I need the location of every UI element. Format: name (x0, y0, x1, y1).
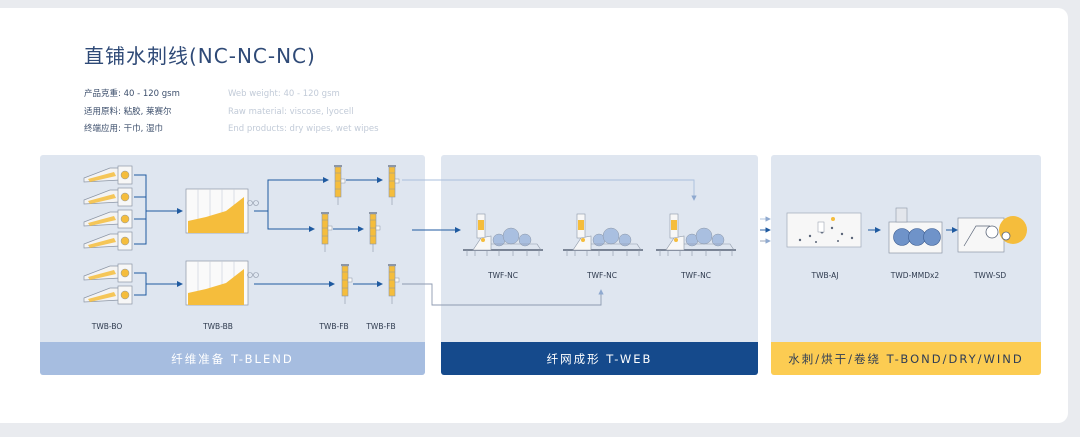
specs-chinese: 产品克重: 40 - 120 gsm 适用原料: 粘胶, 莱赛尔 终端应用: 干… (84, 86, 180, 139)
panel-t-web: 纤网成形 T-WEB (441, 155, 758, 375)
panel-t-bond: 水刺/烘干/卷绕 T-BOND/DRY/WIND (771, 155, 1041, 375)
twf-nc-machines (462, 213, 737, 257)
tww-sd-machine (957, 216, 1027, 253)
label-tww-sd: TWW-SD (973, 271, 1007, 280)
label-twd-mmdx2: TWD-MMDx2 (890, 271, 940, 280)
gray-connectors (402, 283, 604, 306)
section-label-t-blend: 纤维准备 T-BLEND (40, 342, 425, 375)
spec-material-cn: 适用原料: 粘胶, 莱赛尔 (84, 106, 172, 117)
panel-t-blend: 纤维准备 T-BLEND (40, 155, 425, 375)
light-connectors (402, 179, 697, 201)
specs-english: Web weight: 40 - 120 gsm Raw material: v… (228, 86, 379, 139)
spec-weight-cn: 产品克重: 40 - 120 gsm (84, 89, 180, 99)
label-twb-fb-2: TWB-FB (366, 322, 396, 331)
twd-mmdx2-machine (888, 207, 943, 254)
section-label-t-web: 纤网成形 T-WEB (441, 342, 758, 375)
label-twb-bb: TWB-BB (203, 322, 233, 331)
label-twf-nc-2: TWF-NC (587, 271, 617, 280)
label-twb-bo: TWB-BO (91, 322, 123, 331)
page-title: 直铺水刺线(NC-NC-NC) (84, 44, 316, 68)
twb-fb-machines (320, 164, 400, 305)
section-label-t-bond: 水刺/烘干/卷绕 T-BOND/DRY/WIND (771, 342, 1041, 375)
label-twf-nc-3: TWF-NC (681, 271, 711, 280)
twb-bb-machines (185, 188, 259, 306)
spec-products-en: End products: dry wipes, wet wipes (228, 124, 379, 134)
blend-connectors (134, 174, 461, 296)
label-twb-fb-1: TWB-FB (319, 322, 349, 331)
spec-weight-en: Web weight: 40 - 120 gsm (228, 89, 340, 99)
twb-aj-machine (786, 212, 862, 248)
spec-products-cn: 终端应用: 干巾, 湿巾 (84, 124, 163, 134)
inter-panel-arrows (760, 216, 771, 244)
label-twf-nc-1: TWF-NC (488, 271, 518, 280)
twb-bo-machines (83, 165, 133, 305)
spec-material-en: Raw material: viscose, lyocell (228, 106, 354, 117)
label-twb-aj: TWB-AJ (811, 271, 839, 280)
